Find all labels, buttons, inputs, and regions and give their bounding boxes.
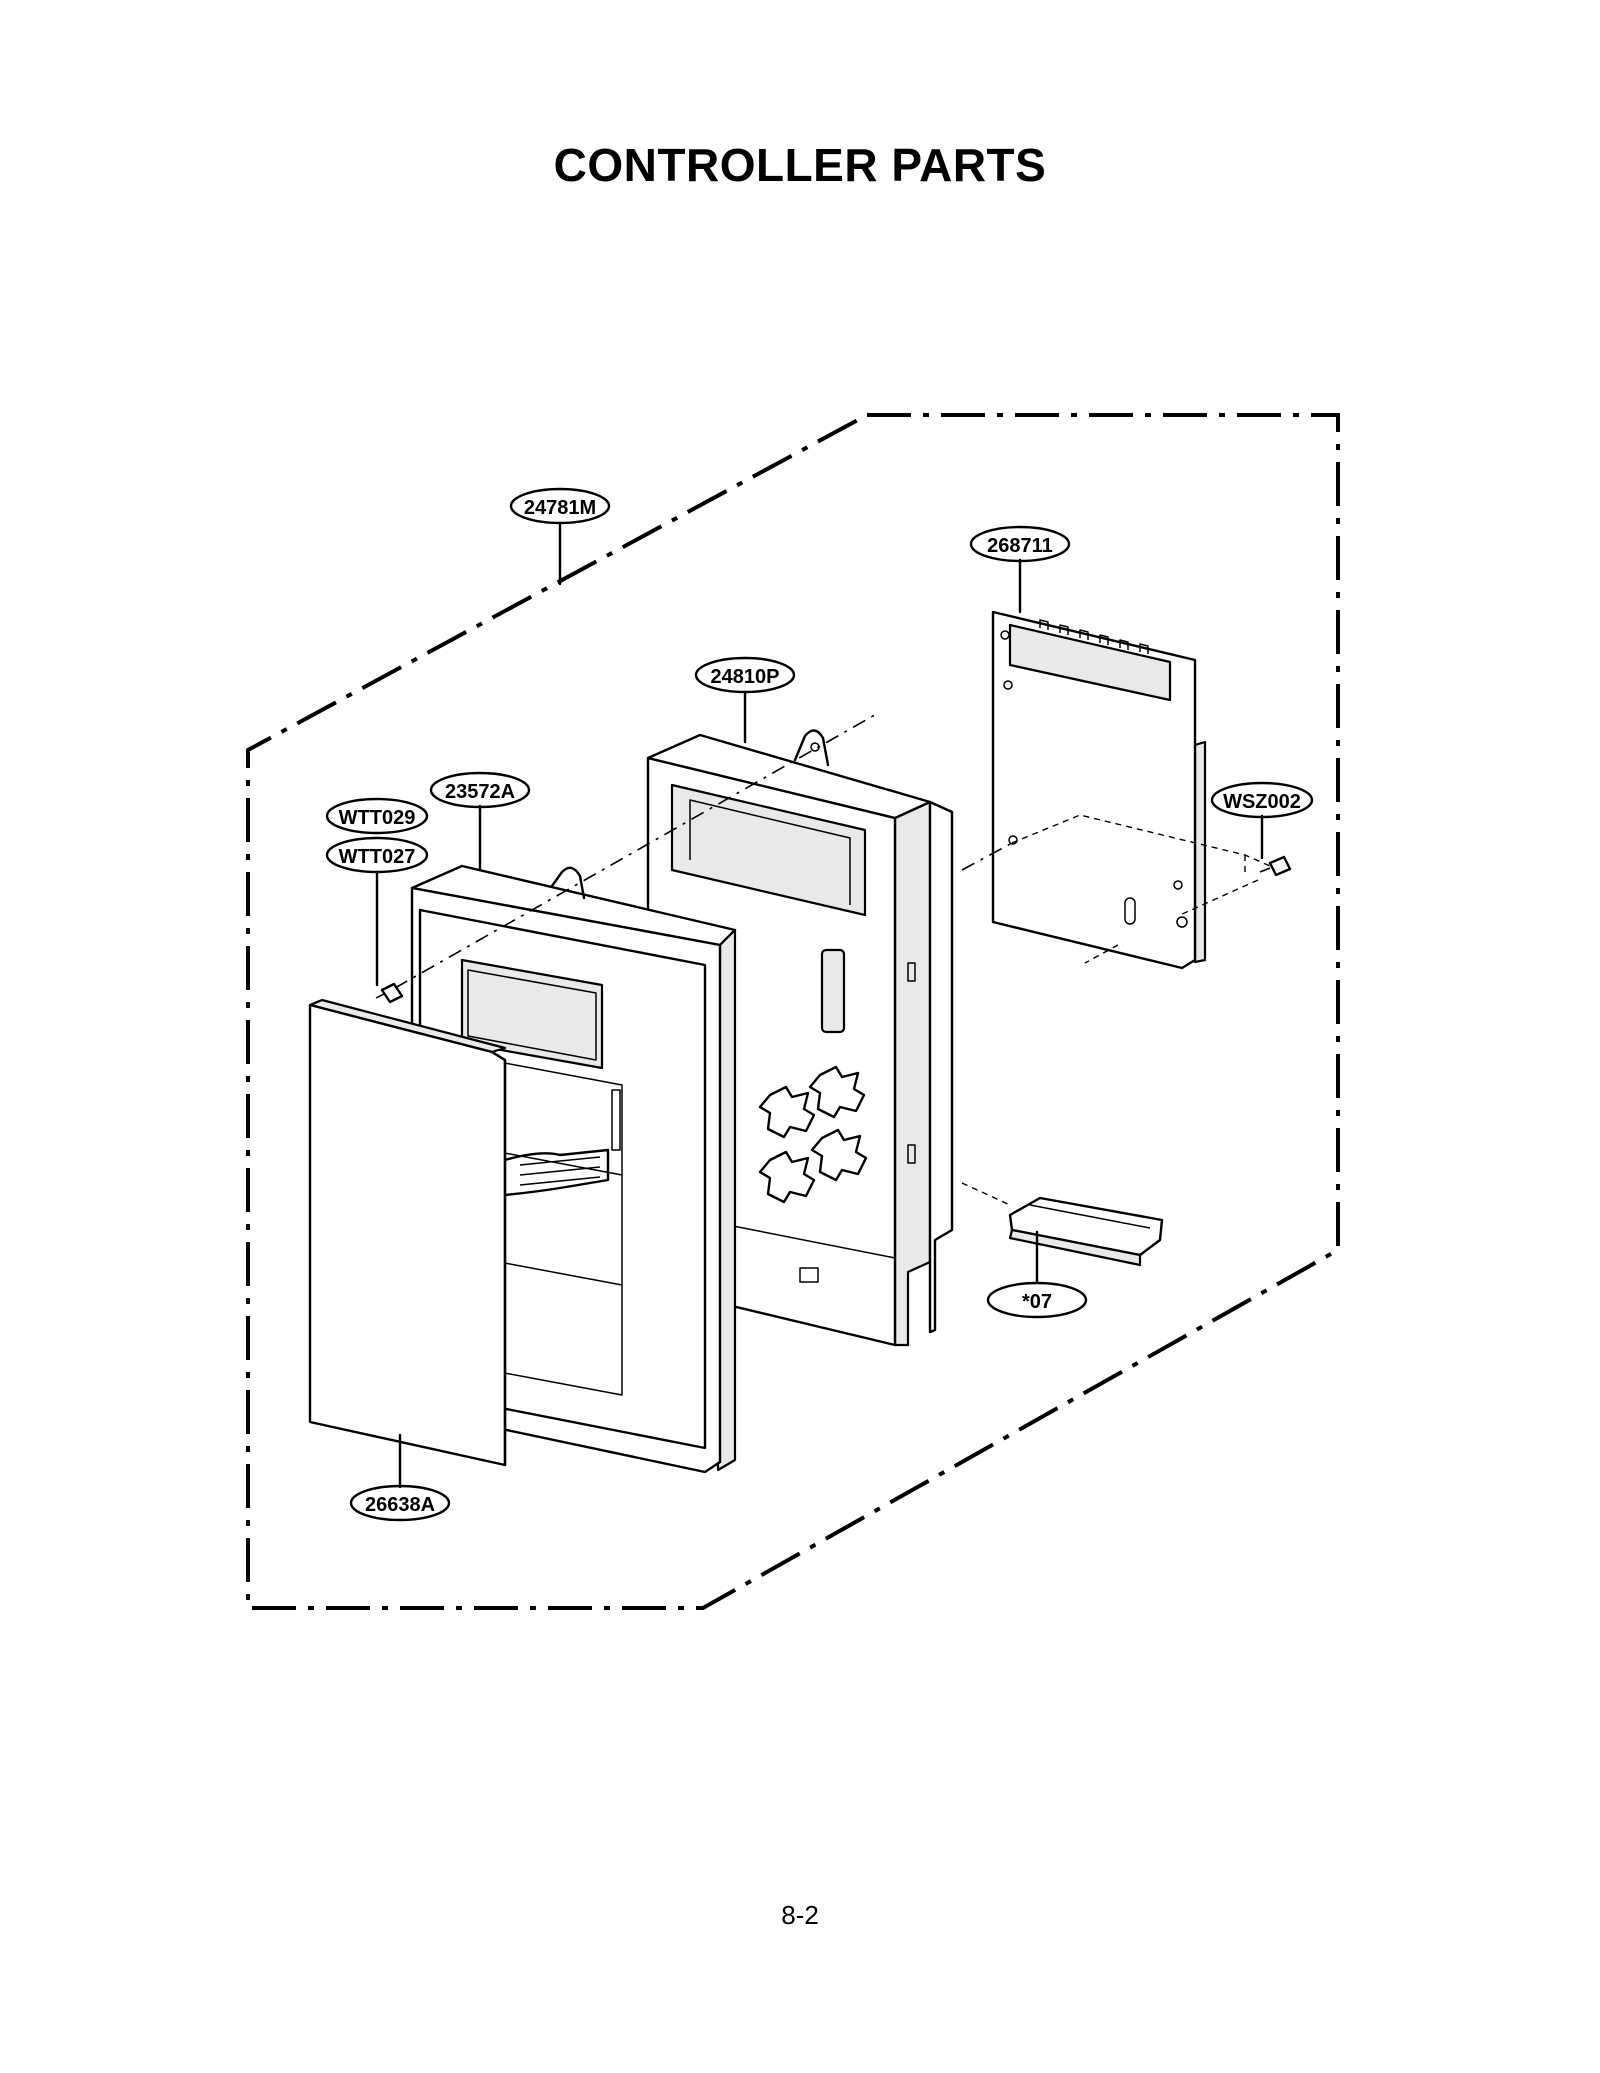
callout-harness-label: *07 [1022,1291,1052,1313]
overlay-sheet-part [308,998,507,1467]
callout-frame-label: 24810P [711,666,780,688]
callout-leaders [375,522,1264,1489]
callout-sheet: 26638A [349,1484,451,1522]
callout-screw-a-label: WTT029 [339,807,416,829]
callout-screw-pcb: WSZ002 [1210,781,1314,819]
callout-frame: 24810P [694,656,796,694]
callout-pcb-label: 268711 [987,535,1053,557]
screw-wtt-part [375,982,404,1004]
pcb-part [991,610,1207,970]
page-number: 8-2 [781,1900,819,1930]
controller-frame-part [646,729,954,1347]
page-title: CONTROLLER PARTS [553,139,1047,191]
callout-screw-a: WTT029 [325,797,429,835]
assembly-guide-lines [394,711,1271,1206]
callout-panel-label: 23572A [445,781,515,803]
callout-screw-b-label: WTT027 [339,846,416,868]
callout-pcb: 268711 [969,525,1071,563]
callout-screw-b: WTT027 [325,836,429,874]
keypad-cutouts [758,1065,868,1204]
callout-assembly-label: 24781M [524,497,596,519]
callout-harness: *07 [986,1281,1088,1319]
assembly-boundary [246,413,1340,1610]
screw-wsz-part [1259,855,1292,877]
harness-part [1008,1196,1164,1267]
callout-screw-pcb-label: WSZ002 [1223,791,1301,813]
callout-panel: 23572A [429,771,531,809]
callout-sheet-label: 26638A [365,1494,435,1516]
callout-assembly: 24781M [509,487,611,525]
